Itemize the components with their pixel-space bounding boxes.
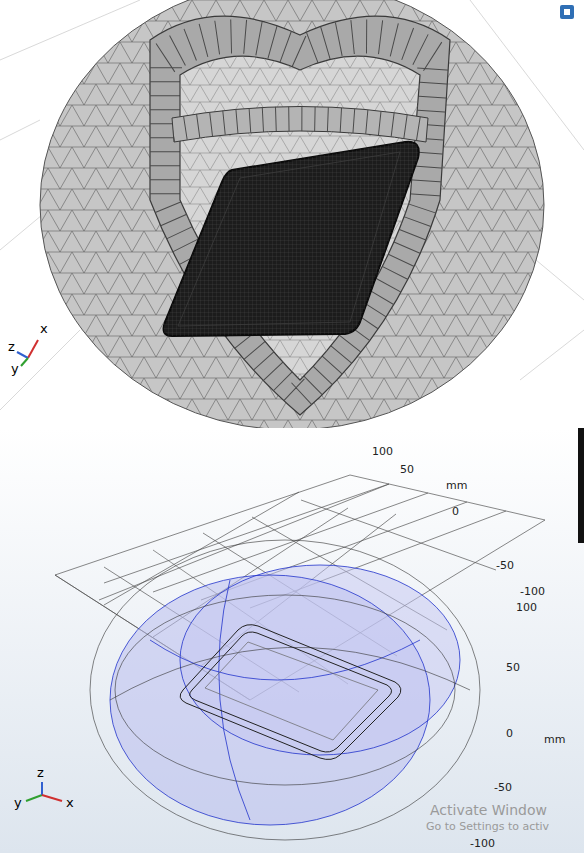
axis-label: z (37, 766, 44, 780)
watermark: Go to Settings to activ (426, 821, 549, 833)
axis-label: y (14, 796, 22, 810)
tick-label: 0 (452, 506, 459, 518)
watermark: Activate Window (430, 803, 547, 818)
axis-label: x (40, 322, 48, 336)
axis-label: y (11, 362, 19, 376)
mesh-view (0, 0, 584, 428)
axis-label: x (66, 796, 74, 810)
tick-label: 50 (506, 662, 520, 674)
tick-label: -50 (494, 782, 512, 794)
tick-label: 100 (372, 446, 393, 458)
unit-label: mm (446, 480, 467, 492)
tick-label: -50 (496, 560, 514, 572)
axis-label: z (8, 340, 15, 354)
tick-label: 0 (506, 728, 513, 740)
tick-label: -100 (520, 586, 545, 598)
unit-label: mm (544, 734, 565, 746)
tick-label: 50 (400, 464, 414, 476)
tick-label: 100 (516, 602, 537, 614)
tick-label: -100 (470, 838, 495, 850)
geometry-view (0, 428, 584, 853)
